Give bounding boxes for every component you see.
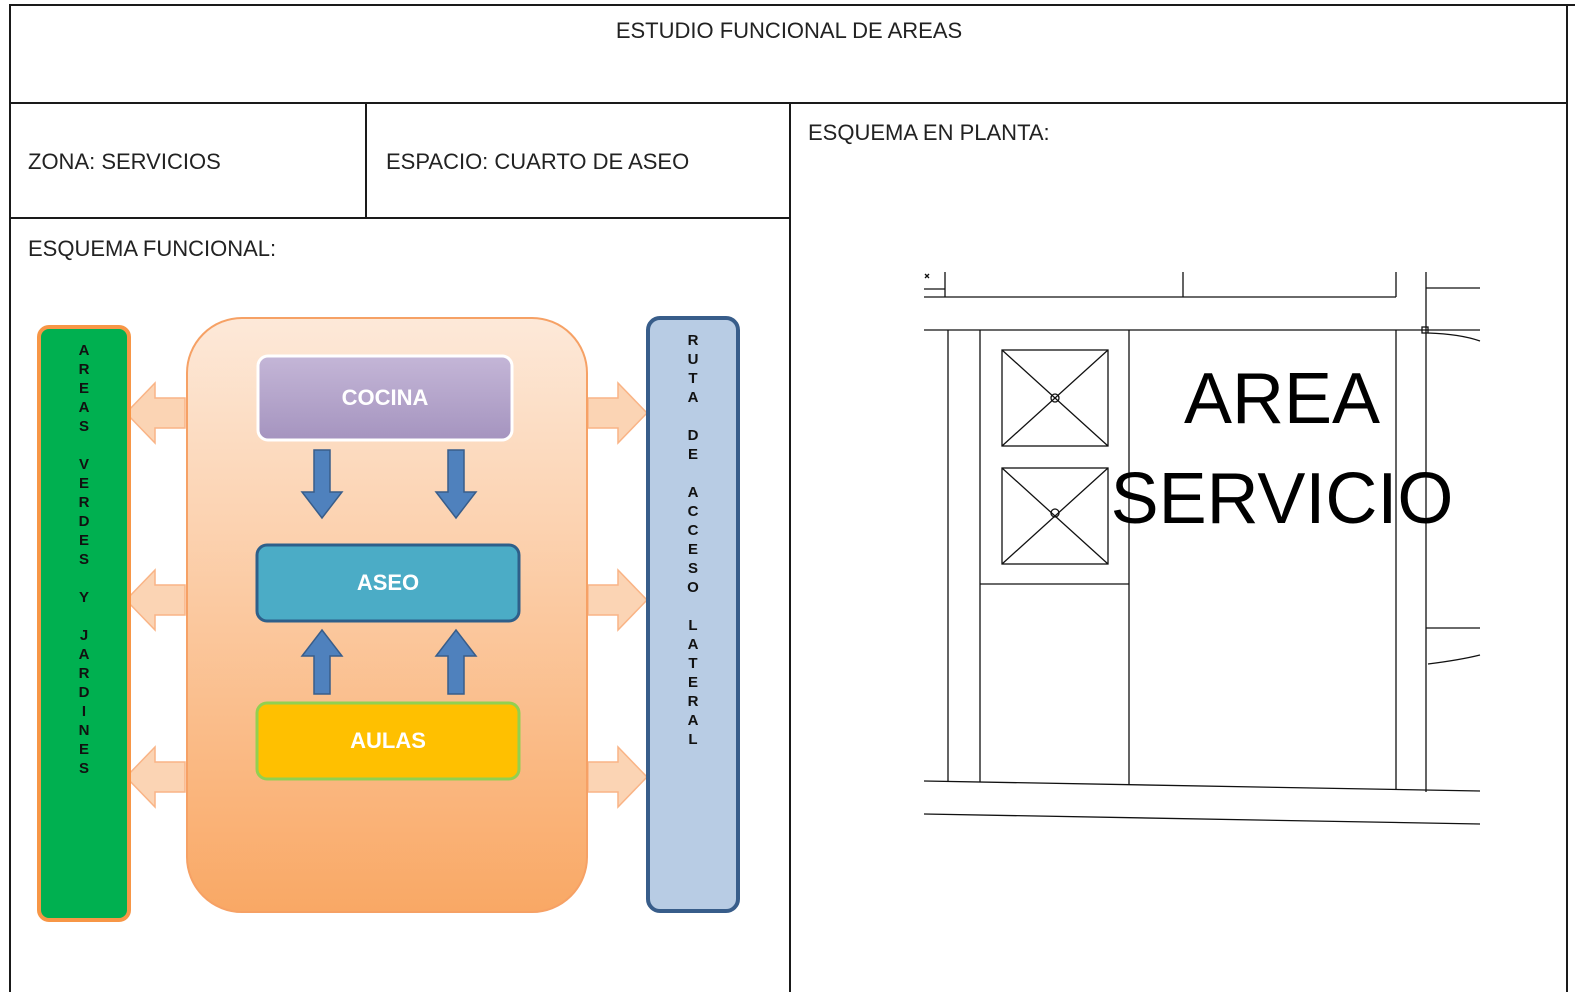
right-bar-letter: L (688, 617, 698, 634)
left-bar-letter: D (78, 513, 90, 530)
aulas-box (255, 701, 521, 781)
right-bar-letter: R (687, 693, 699, 710)
left-bar-letter (82, 607, 86, 626)
right-bar-letter (691, 407, 695, 426)
right-bar-letter: A (687, 712, 699, 729)
header-divider (9, 102, 1568, 104)
left-bar-letter (82, 436, 86, 455)
arrow-right-bottom (587, 745, 649, 809)
zona-espacio-divider (365, 102, 367, 218)
zona-label: ZONA: SERVICIOS (28, 149, 221, 174)
left-bar-letter: A (78, 646, 90, 663)
right-bar-letter: A (687, 484, 699, 501)
right-bar-letter (691, 597, 695, 616)
frame-top-border (9, 4, 1575, 6)
right-bar-letter: A (687, 636, 699, 653)
right-bar-letter: T (688, 370, 698, 387)
left-bar-letter: R (78, 494, 90, 511)
left-bar-letter: E (78, 475, 89, 492)
right-bar-letter: C (687, 503, 699, 520)
aseo-box (255, 543, 521, 623)
arrow-down-right (434, 449, 478, 520)
left-bar-letter: V (78, 456, 89, 473)
arrow-left-bottom (124, 745, 186, 809)
info-row-divider (9, 217, 791, 219)
right-bar-letter: E (687, 541, 698, 558)
left-bar (37, 325, 131, 922)
aseo-label: ASEO (356, 570, 420, 595)
frame-right-border (1566, 4, 1568, 992)
right-bar-letter: D (687, 427, 699, 444)
right-bar-letter: C (687, 522, 699, 539)
frame-left-border (9, 4, 11, 992)
arrow-down-left (300, 449, 344, 520)
arrow-right-top (587, 381, 649, 445)
left-bar-letter: S (78, 418, 89, 435)
left-bar-letter: Y (78, 589, 89, 606)
left-bar-letter: A (78, 399, 90, 416)
left-bar-letter: N (78, 722, 90, 739)
espacio-label: ESPACIO: CUARTO DE ASEO (386, 149, 690, 174)
right-bar-letter: T (688, 655, 698, 672)
left-bar-letter: E (78, 380, 89, 397)
right-bar-letter (691, 464, 695, 483)
cocina-box (256, 354, 514, 442)
left-bar-letter: I (81, 703, 87, 720)
right-bar (646, 316, 740, 913)
left-bar-letter: D (78, 684, 90, 701)
cocina-label: COCINA (341, 385, 429, 410)
right-bar-letter: E (687, 674, 698, 691)
right-bar-letter: L (688, 731, 698, 748)
left-bar-letter: R (78, 665, 90, 682)
page-title: ESTUDIO FUNCIONAL DE AREAS (615, 18, 963, 43)
left-bar-letter: S (78, 551, 89, 568)
esquema-planta-label: ESQUEMA EN PLANTA: (808, 120, 1050, 145)
floor-plan-label-line1: AREA (1184, 359, 1380, 439)
arrow-up-left (300, 628, 344, 695)
arrow-up-right (434, 628, 478, 695)
arrow-right-middle (587, 568, 649, 632)
left-bar-letter: E (78, 532, 89, 549)
left-bar-letter: J (79, 627, 89, 644)
right-bar-letter: R (687, 332, 699, 349)
left-bar-letter: R (78, 361, 90, 378)
aulas-label: AULAS (350, 728, 426, 753)
column-divider (789, 102, 791, 992)
left-bar-letter: S (78, 760, 89, 777)
right-bar-letter: S (687, 560, 698, 577)
esquema-funcional-label: ESQUEMA FUNCIONAL: (28, 236, 277, 261)
right-bar-letter: A (687, 389, 699, 406)
floor-plan-label-line2: SERVICIO (1111, 459, 1454, 539)
functional-diagram (37, 316, 740, 922)
right-bar-letter: E (687, 446, 698, 463)
left-bar-letter (82, 569, 86, 588)
right-bar-letter: U (687, 351, 699, 368)
left-bar-letter: E (78, 741, 89, 758)
left-bar-letter: A (78, 342, 90, 359)
arrow-left-middle (124, 568, 186, 632)
floor-plan: AREA SERVICIO (923, 272, 1481, 825)
arrow-left-top (124, 381, 186, 445)
right-bar-letter: O (687, 579, 699, 596)
